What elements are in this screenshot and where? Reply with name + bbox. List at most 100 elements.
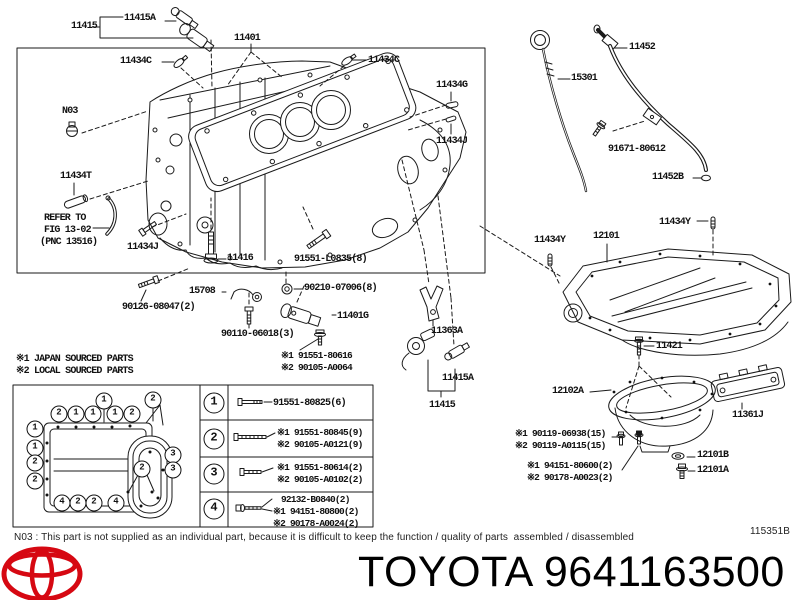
gasket-pos-circle: 2 <box>133 460 151 478</box>
callout-94151: ※1 94151-80600(2) <box>527 460 613 471</box>
gasket-pos-circle: 1 <box>95 392 113 410</box>
stud-bolt-icon <box>173 54 189 68</box>
callout-11415a: 11415A <box>124 13 156 24</box>
long-bolt-icon <box>203 231 219 264</box>
oil-squirter-icon <box>230 288 262 302</box>
table-part-number: ※1 94151-80800(2) <box>273 506 359 517</box>
brand-part-number-title: TOYOTA 9641163500 <box>358 548 785 596</box>
stud-icon <box>235 498 273 512</box>
knock-sensor-icon <box>401 328 436 371</box>
callout-n03: N03 <box>62 106 78 117</box>
gasket-pos-circle: 1 <box>84 405 102 423</box>
refer-note-line1: REFER TO <box>44 213 86 224</box>
gasket-pos-circle: 2 <box>26 454 44 472</box>
bolt-icon <box>306 228 332 250</box>
callout-12101a: 12101A <box>697 465 729 476</box>
fastener-icons <box>63 7 470 371</box>
callout-91551-80616: ※1 91551-80616 <box>281 350 353 361</box>
callout-11434j-bottom: 11434J <box>127 242 159 253</box>
gasket-pos-circle: 2 <box>50 405 68 423</box>
bolt-icon <box>137 275 160 289</box>
bolt-icon <box>239 467 274 476</box>
callout-12101: 12101 <box>593 231 620 242</box>
gasket-pos-circle: 2 <box>144 391 162 409</box>
callout-91671: 91671-80612 <box>608 144 666 155</box>
callout-15708: 15708 <box>189 286 216 297</box>
bolt-icon <box>244 306 254 325</box>
callout-12101b: 12101B <box>697 450 729 461</box>
callout-11415-bottom: 11415 <box>429 400 456 411</box>
callout-11415: 11415 <box>71 21 98 32</box>
baffle-plate-drawing <box>710 364 786 403</box>
diagram-code: 115351B <box>750 526 790 537</box>
bolt-icon <box>634 336 644 356</box>
gasket-pos-circle: 2 <box>123 405 141 423</box>
table-part-number: ※1 91551-80845(9) <box>277 427 363 438</box>
callout-11361j: 11361J <box>732 410 764 421</box>
callout-90119-1: ※1 90119-06938(15) <box>515 428 606 439</box>
table-row-number: 1 <box>203 392 225 414</box>
fastener-legend-table-frame <box>199 384 374 528</box>
table-row-number: 4 <box>203 498 225 520</box>
oil-pressure-switch-icon <box>170 7 199 30</box>
bolt-icon <box>233 432 276 441</box>
bolt-icon <box>592 119 607 137</box>
callout-11452b: 11452B <box>652 172 684 183</box>
oil-nozzle-icon <box>63 194 89 209</box>
stud-icon <box>445 101 459 109</box>
table-row-number: 2 <box>203 428 225 450</box>
pan-fastener-icons <box>547 216 716 479</box>
plug-icon <box>66 121 78 137</box>
footnote-n03: N03 : This part is not supplied as an in… <box>14 532 634 543</box>
engine-block-drawing <box>145 60 467 271</box>
callout-90110: 90110-06018(3) <box>221 329 295 340</box>
callout-11416: 11416 <box>227 253 254 264</box>
bolt-icon <box>314 329 326 346</box>
callout-90119-2: ※2 90119-A0115(15) <box>515 440 606 451</box>
gasket-outline-drawing <box>43 404 173 519</box>
gasket-pos-circle: 4 <box>107 494 125 512</box>
gasket-pos-circle: 2 <box>69 494 87 512</box>
gasket-pos-circle: 1 <box>106 405 124 423</box>
bolt-icon <box>616 431 626 446</box>
refer-note-line3: (PNC 13516) <box>40 237 98 248</box>
table-part-number: 91551-80825(6) <box>273 398 347 409</box>
stud-icon <box>547 253 553 267</box>
callout-12102a: 12102A <box>552 386 584 397</box>
table-part-number: ※2 90105-A0102(2) <box>277 474 363 485</box>
stud-icon <box>445 115 457 123</box>
table-part-number: 92132-B0840(2) <box>281 494 350 505</box>
sensor-icon <box>179 23 215 52</box>
toyota-logo <box>1 546 83 600</box>
bolt-icon <box>237 398 273 406</box>
head-gasket-drawing <box>188 52 417 193</box>
table-part-number: ※2 90178-A0024(2) <box>273 518 359 529</box>
callout-91551-l0835: 91551-L0835(8) <box>294 254 368 265</box>
legend-local-sourced: ※2 LOCAL SOURCED PARTS <box>16 366 134 377</box>
gasket-washer-icon <box>671 452 685 460</box>
oil-pan-lower-drawing <box>608 375 716 453</box>
callout-11434c-right: 11434C <box>368 55 400 66</box>
callout-90126: 90126-08047(2) <box>122 302 196 313</box>
table-part-number: ※2 90105-A0121(9) <box>277 439 363 450</box>
callout-90105-a0064: ※2 90105-A0064 <box>281 362 353 373</box>
callout-11434y-left: 11434Y <box>534 235 566 246</box>
gasket-pos-circle: 4 <box>53 494 71 512</box>
gasket-pos-circle: 1 <box>26 420 44 438</box>
callout-11434g: 11434G <box>436 80 468 91</box>
gasket-pos-circle: 2 <box>85 494 103 512</box>
bracket-fork-icon <box>419 285 444 322</box>
callout-11452: 11452 <box>629 42 656 53</box>
table-part-number: ※1 91551-80614(2) <box>277 462 363 473</box>
bolt-icon <box>634 430 644 445</box>
crank-sensor-icon <box>280 303 322 327</box>
oil-pan-upper-drawing <box>562 248 792 356</box>
callout-15301: 15301 <box>571 73 598 84</box>
dashed-leader-lines <box>81 39 714 409</box>
refer-note-line2: FIG 13-02 <box>44 225 92 236</box>
gasket-pos-circle: 2 <box>26 472 44 490</box>
callout-11363a: 11363A <box>431 326 463 337</box>
gasket-pos-circle: 3 <box>164 461 182 479</box>
